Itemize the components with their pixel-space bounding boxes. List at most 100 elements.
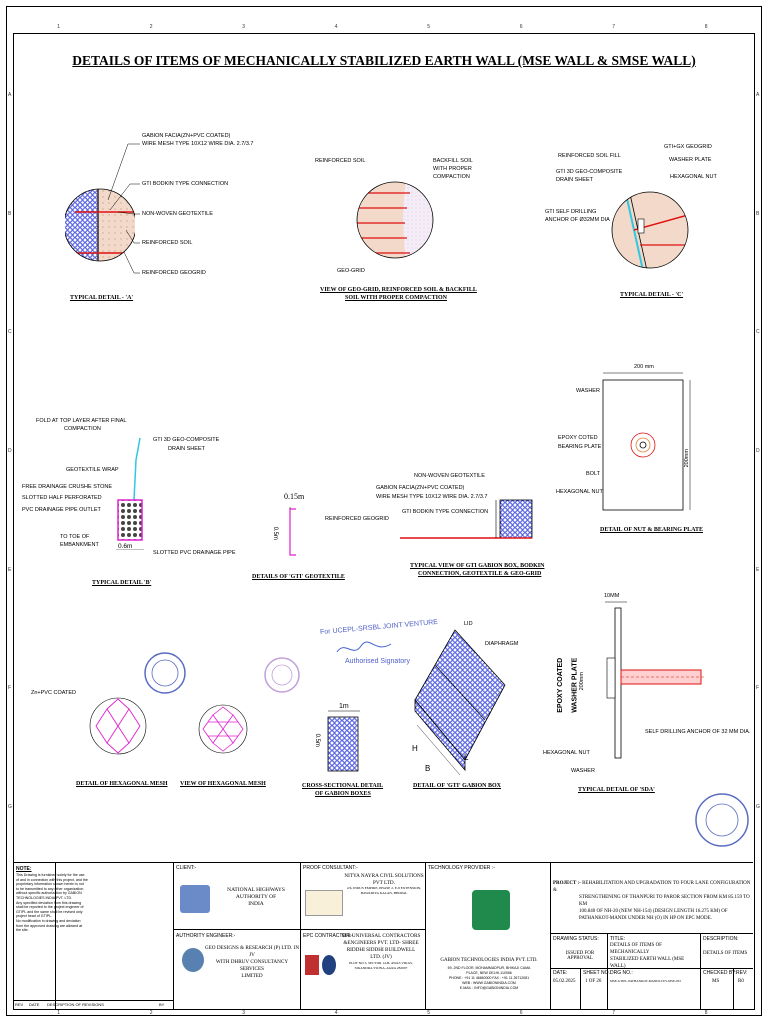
detail-c-label-geogrid: GTI+GX GEOGRID — [664, 144, 712, 150]
proof-address-2: BAWADIYA KALAN, BHOPAL — [360, 890, 408, 895]
sda-drawing — [605, 601, 705, 759]
grid-col-top: 2 — [149, 24, 153, 30]
epc-logo-2 — [322, 955, 336, 975]
cross-section-dim-side: 0.5m — [313, 733, 320, 747]
cross-section-caption-1: CROSS-SECTIONAL DETAIL — [302, 783, 384, 789]
tech-address-line: E-MAIL : INFO@GABIONINDIA.COM — [459, 986, 519, 990]
detail-a-label-mesh: WIRE MESH TYPE 10X12 WIRE DIA. 2.7/3.7 — [142, 141, 254, 147]
detail-c-label-drain: DRAIN SHEET — [556, 177, 593, 183]
rev-col-rev: REV — [15, 1002, 24, 1007]
grid-row-left: D — [8, 448, 12, 454]
gabion-box-label-b: B — [425, 764, 431, 773]
geogrid-label-compaction: COMPACTION — [433, 174, 470, 180]
title-line-2: STABILIZED EARTH WALL (MSE WALL) — [610, 957, 685, 969]
signature — [336, 641, 392, 653]
nitya-logo — [305, 890, 343, 916]
nut-label-washer: WASHER — [576, 388, 600, 394]
sda-label-washer: WASHER — [571, 768, 595, 774]
detail-c-label-washer: WASHER PLATE — [669, 157, 712, 163]
sda-caption: TYPICAL DETAIL OF 'SDA' — [578, 787, 655, 793]
sda-label-epoxy: EPOXY COATED — [557, 657, 565, 713]
gabion-box-caption: DETAIL OF 'GTI' GABION BOX — [413, 783, 502, 789]
epc-name: M/S UNIVERSAL CONTRACTORS &ENGINEERS PVT… — [337, 933, 425, 971]
grid-col-top: 6 — [519, 24, 523, 30]
grid-row-right: E — [756, 566, 760, 573]
checked-value: MS — [712, 979, 720, 984]
grid-col-bottom: 7 — [612, 1010, 616, 1016]
hex-mesh-label: Zn+PVC COATED — [31, 690, 76, 696]
tb-h-1 — [173, 929, 425, 930]
note-line: TECHNOLOGIES INDIA PVT. LTD. — [16, 895, 73, 900]
tb-divider-1 — [173, 862, 174, 1010]
detail-a-drawing — [65, 188, 135, 262]
note-header: NOTE: — [16, 866, 32, 872]
nut-label-bolt: BOLT — [586, 471, 600, 477]
title-block — [13, 862, 753, 1009]
authority-label: AUTHORITY ENGINEER:- — [176, 933, 236, 939]
status-label: DRAWING STATUS: — [553, 936, 599, 942]
rev-col-desc: DESCRIPTION OF REVISIONS — [47, 1002, 104, 1007]
grid-row-left: G — [8, 803, 12, 810]
sheet-label: SHEET NO.: — [583, 970, 612, 976]
project-line-2: STRENGTHENING OF THANPURI TO PAROR SECTI… — [579, 895, 750, 907]
detail-b-label-embankment: EMBANKMENT — [60, 542, 99, 548]
detail-a-label-soil: REINFORCED SOIL — [142, 240, 193, 246]
project-line-4: PATHANKOT-MANDI UNDER NH (O) IN HP ON EP… — [579, 916, 712, 921]
detail-c-label-composite: GTI 3D GEO-COMPOSITE — [556, 169, 623, 175]
proof-name-line-1: NITYA NAYRA CIVIL SOLUTIONS — [344, 873, 424, 879]
tb-v-8 — [733, 968, 734, 1010]
grid-col-bottom: 4 — [334, 1010, 338, 1016]
detail-a-label-geotextile: NON-WOVEN GEOTEXTILE — [142, 211, 213, 217]
detail-b-label-compaction: COMPACTION — [64, 426, 101, 432]
grid-col-bottom: 5 — [427, 1010, 431, 1016]
note-text: This Drawing is furnished solely for the… — [16, 873, 88, 933]
grid-row-right: B — [756, 210, 760, 217]
detail-b-dim: 0.6m — [118, 543, 133, 550]
gabion-box-drawing — [414, 629, 506, 776]
nut-label-hexnut: HEXAGONAL NUT — [556, 489, 603, 495]
tech-address-line: PHONE : +91 11 46660000 FAX : +91 11 267… — [448, 976, 530, 980]
epc-line-1: M/S UNIVERSAL CONTRACTORS — [341, 933, 421, 939]
tb-v-7 — [580, 968, 581, 1010]
tech-address-line: 59, 2ND FLOOR, MOHAMMADPUR, BHIKAJI CAMA — [447, 966, 531, 970]
grid-col-top: 8 — [704, 24, 708, 30]
client-name-line-2: INDIA — [248, 901, 264, 907]
epc-line-3: RIDDHI SIDDHI BUILDWELL — [346, 947, 416, 953]
hex-mesh-view — [198, 704, 248, 754]
grid-col-top: 4 — [334, 24, 338, 30]
drawing-title: DETAILS OF ITEMS OF MECHANICALLY STABILI… — [72, 53, 696, 68]
tb-h-3 — [550, 968, 753, 969]
project-line-3: 100.840 OF NH-20 (NEW NH-154) (DESIGN LE… — [579, 909, 728, 914]
epc-label: EPC CONTRACTOR:- — [303, 933, 353, 939]
tb-h-2 — [550, 933, 753, 934]
rev-label: REV: — [736, 970, 748, 976]
grid-row-right: A — [756, 92, 760, 99]
gabion-box-label-h: H — [412, 744, 418, 753]
note-line: from the approved drawing are allowed at — [16, 923, 83, 928]
note-line: No modification in drawing and deviation — [16, 918, 81, 923]
proof-name: NITYA NAYRA CIVIL SOLUTIONS PVT LTD. 2/6… — [343, 873, 425, 895]
authority-name: GEO DESIGNS & RESEARCH (P) LTD. IN JV WI… — [204, 945, 300, 980]
title-value: DETAILS OF ITEMS OF MECHANICALLY STABILI… — [610, 942, 700, 970]
circular-seal-right — [695, 793, 749, 847]
tb-divider-4 — [550, 862, 551, 1010]
gabion-box-label-diaphragm: DIAPHRAGM — [485, 641, 519, 647]
sda-label-washer-plate: WASHER PLATE — [571, 657, 579, 713]
tech-address-line: PLACE, NEW DELHI-110066 — [466, 971, 512, 975]
detail-c-label-sda: GTI SELF DRILLING — [545, 209, 597, 215]
proof-label: PROOF CONSULTANT:- — [303, 865, 358, 871]
gabion-view-label-geogrid: REINFORCED GEOGRID — [325, 516, 389, 522]
epc-address-2: SIKANDRA YOJNA, AGRA 282007 — [354, 966, 408, 970]
proof-address-1: 2/6, INDUS EMPIRE, PHASE 2, E-8 EXTENSIO… — [346, 886, 422, 890]
grid-col-top: 1 — [57, 24, 61, 30]
geogrid-caption-2: SOIL WITH PROPER COMPACTION — [345, 295, 447, 301]
detail-a-leaders — [107, 143, 140, 274]
rev-col-by: BY — [159, 1002, 165, 1007]
epc-address-1: PLOT NO 5, SECTOR 14-B, AWAS VIKAS, — [349, 961, 413, 965]
note-line: This Drawing is furnished solely for the… — [16, 873, 85, 877]
gabion-view-label-bodkin: GTI BODKIN TYPE CONNECTION — [402, 509, 489, 515]
outer-border — [6, 6, 762, 1016]
geotextile-dim-top: 0.15m — [284, 492, 305, 501]
note-line: Any specified deviation from this drawin… — [16, 900, 82, 905]
